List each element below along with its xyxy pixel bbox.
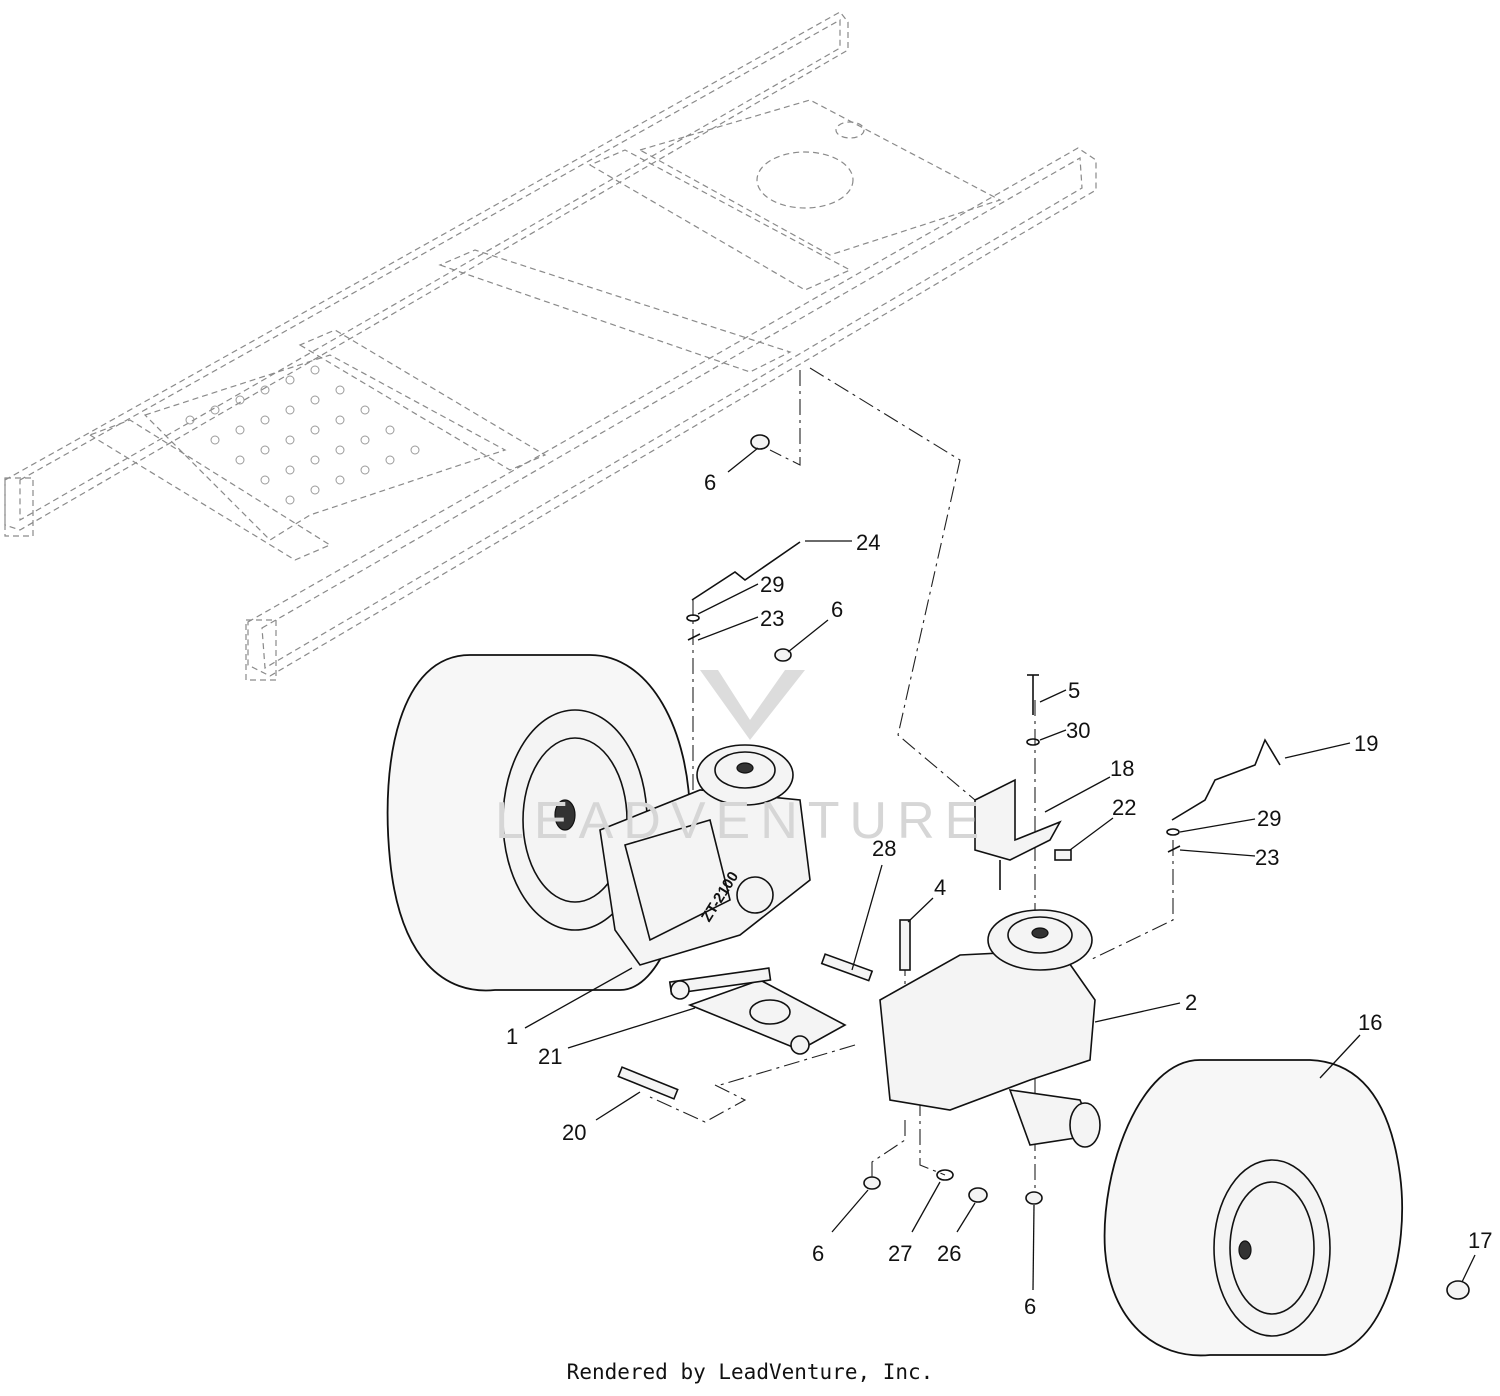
callout-18: 18 (1110, 756, 1134, 781)
right-transmission (879, 909, 1101, 1148)
callout-6: 6 (812, 1241, 824, 1266)
callout-29: 29 (1257, 806, 1281, 831)
callout-23: 23 (760, 606, 784, 631)
callout-6: 6 (831, 597, 843, 622)
callout-29: 29 (760, 572, 784, 597)
leader-lines (524, 447, 1476, 1291)
callout-16: 16 (1358, 1010, 1382, 1035)
left-transmission: ZT-2100 (599, 744, 811, 966)
watermark-text: LEADVENTURE (495, 792, 989, 850)
callout-labels: 6 24 29 23 6 5 30 19 18 22 29 23 28 4 2 … (506, 470, 1492, 1319)
watermark: LEADVENTURE (495, 670, 989, 850)
callout-22: 22 (1112, 795, 1136, 820)
callout-2: 2 (1185, 990, 1197, 1015)
callout-17: 17 (1468, 1228, 1492, 1253)
callout-30: 30 (1066, 718, 1090, 743)
frame-hole-pattern (185, 365, 420, 505)
hardware (617, 434, 1470, 1300)
callout-26: 26 (937, 1241, 961, 1266)
cross-bracket (668, 967, 847, 1055)
callout-5: 5 (1068, 678, 1080, 703)
callout-4: 4 (934, 875, 946, 900)
right-wheel (1103, 1059, 1404, 1357)
callout-28: 28 (872, 836, 896, 861)
callout-21: 21 (538, 1044, 562, 1069)
callout-20: 20 (562, 1120, 586, 1145)
footer-credit: Rendered by LeadVenture, Inc. (566, 1360, 934, 1384)
callout-27: 27 (888, 1241, 912, 1266)
callout-1: 1 (506, 1024, 518, 1049)
callout-23: 23 (1255, 845, 1279, 870)
frame-assembly (4, 11, 1097, 681)
callout-6: 6 (1024, 1294, 1036, 1319)
callout-24: 24 (856, 530, 880, 555)
callout-6: 6 (704, 470, 716, 495)
callout-19: 19 (1354, 731, 1378, 756)
